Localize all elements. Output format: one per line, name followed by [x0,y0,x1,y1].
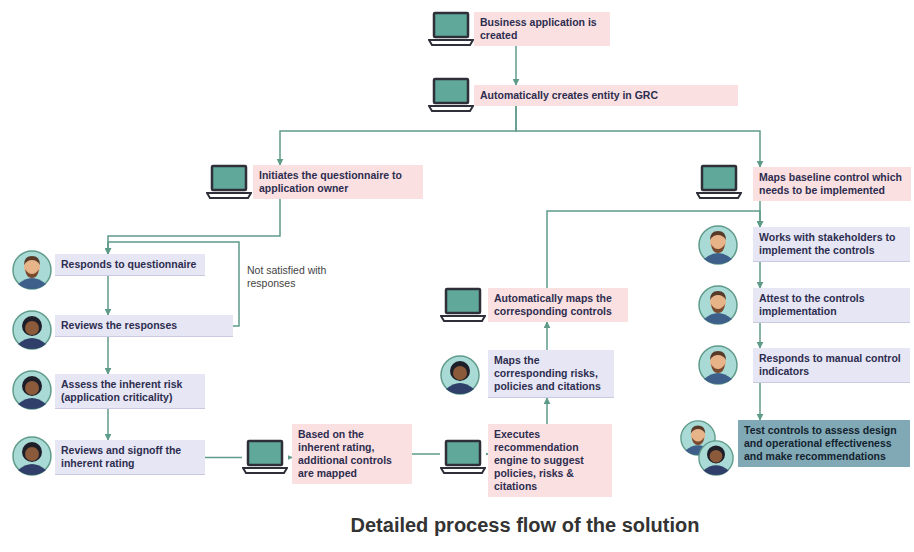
flow-connector [516,106,760,167]
box-text: Business application is created [480,16,604,42]
flow-connector [107,337,109,374]
box-text: Reviews and signoff the inherent rating [61,444,199,470]
box-text: Automatically creates entity in GRC [480,89,732,102]
diagram-title: Detailed process flow of the solution [300,514,750,537]
box-text: Initiates the questionnaire to applicati… [259,169,417,195]
process-box: Initiates the questionnaire to applicati… [253,165,423,199]
process-box: Responds to manual control indicators [753,348,910,383]
box-text: Attest to the controls implementation [759,292,904,318]
process-box: Works with stakeholders to implement the… [753,227,910,262]
person-avatar [13,437,51,475]
process-box: Business application is created [474,12,610,46]
flow-connector [759,383,761,420]
flow-connector [546,398,548,424]
flow-connector [108,199,280,254]
laptop-icon [428,76,474,114]
flow-connector [759,323,761,348]
person-avatar [699,441,733,475]
box-text: Executes recommendation engine to sugges… [494,428,606,493]
box-text: Assess the inherent risk (application cr… [61,378,199,404]
process-box: Responds to questionnaire [55,254,205,276]
laptop-icon [242,438,288,476]
process-box: Automatically creates entity in GRC [474,85,738,106]
flow-connector [547,211,760,288]
person-avatar [13,251,51,289]
flow-connector [107,409,109,440]
person-avatar [699,226,737,264]
box-text: Maps baseline control which needs to be … [759,171,905,197]
flow-connector [759,262,761,288]
laptop-icon [440,438,486,476]
process-box: Reviews and signoff the inherent rating [55,440,205,475]
flow-connector [280,106,516,165]
flow-connector [515,46,517,85]
person-avatar [13,371,51,409]
box-text: Responds to manual control indicators [759,352,904,378]
laptop-icon [696,163,742,201]
process-box: Test controls to assess design and opera… [738,420,910,467]
process-box: Attest to the controls implementation [753,288,910,323]
flow-connector [546,322,548,350]
laptop-icon [206,163,252,201]
person-avatar [699,286,737,324]
box-text: Test controls to assess design and opera… [744,424,904,463]
process-box: Executes recommendation engine to sugges… [488,424,612,497]
edge-label: Not satisfied with responses [245,264,341,290]
process-box: Reviews the responses [55,315,233,337]
process-box: Maps baseline control which needs to be … [753,167,911,201]
box-text: Based on the inherent rating, additional… [298,428,406,480]
process-box: Based on the inherent rating, additional… [292,424,412,484]
box-text: Automatically maps the corresponding con… [494,292,622,318]
box-text: Works with stakeholders to implement the… [759,231,904,257]
box-text: Maps the corresponding risks, policies a… [494,354,608,393]
box-text: Reviews the responses [61,319,227,332]
box-text: Responds to questionnaire [61,258,199,271]
flow-connector [107,276,109,315]
person-avatar [13,311,51,349]
person-avatar [441,356,479,394]
process-box: Assess the inherent risk (application cr… [55,374,205,409]
laptop-icon [428,10,474,48]
person-avatar [699,346,737,384]
flow-connector [759,201,761,227]
process-box: Automatically maps the corresponding con… [488,288,628,322]
process-box: Maps the corresponding risks, policies a… [488,350,614,398]
laptop-icon [440,286,486,324]
